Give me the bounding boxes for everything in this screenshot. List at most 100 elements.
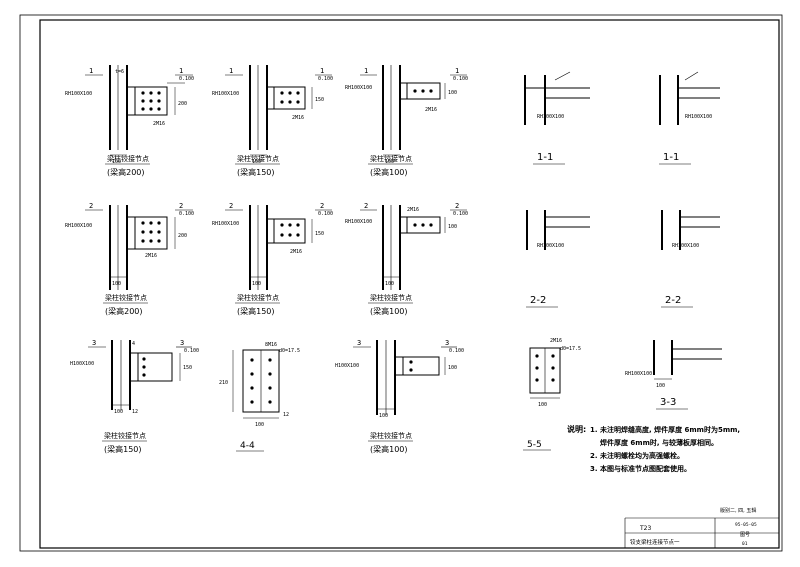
title-name: 铰支梁柱连接节点一 — [630, 538, 680, 546]
node-r1-2-height: (梁高150) — [237, 167, 275, 177]
node-r1-2-gap: 0.100 — [318, 76, 333, 82]
node-r2-3-mark-l: 2 — [364, 202, 368, 210]
notes-line3: 2. 未注明螺栓均为高强螺栓。 — [590, 451, 684, 460]
node-r3-1-height: (梁高150) — [104, 444, 142, 454]
node-r3-2-gap: 0.100 — [449, 348, 464, 354]
section-2-2-b-beam: RH100X100 — [672, 243, 699, 249]
node-r1-3-beam: RH100X100 — [345, 85, 372, 91]
node-r2-2: 2 2 RH100X100 2M16 0.100 150 100 — [212, 202, 333, 290]
node-r3-1-mark-l: 3 — [92, 339, 96, 347]
node-r2-2-gap: 0.100 — [318, 211, 333, 217]
node-r1-1-gap: 0.100 — [179, 76, 194, 82]
node-r2-1-dimv: 200 — [178, 233, 187, 239]
node-r1-1-dimh: 100 — [112, 159, 121, 165]
detail-4-4: 8M16 d0=17.5 210 100 12 — [219, 342, 300, 428]
section-3-3-dimh: 100 — [656, 383, 665, 389]
section-1-1-b-label: 1-1 — [663, 152, 679, 163]
node-r1-2-mark-l: 1 — [229, 67, 233, 75]
node-r2-1-title: 梁柱铰接节点 — [105, 293, 147, 302]
sheet-border-inner — [39, 19, 780, 549]
title-revision: 版别二, 四, 五辑 — [720, 507, 756, 514]
node-r2-1-mark-r: 2 — [179, 202, 183, 210]
node-r3-2-mark-l: 3 — [357, 339, 361, 347]
notes-heading: 说明: — [567, 424, 586, 434]
node-r1-1: 1 1 RH100X100 2M16 0.100 t=6 200 100 — [65, 65, 194, 165]
node-r1-1-mark-l: 1 — [89, 67, 93, 75]
node-r2-3: 2 2 RH100X100 2M16 0.100 100 100 — [345, 202, 468, 290]
node-r3-1-mark-r: 3 — [180, 339, 184, 347]
node-r2-3-height: (梁高100) — [370, 306, 408, 316]
node-r2-1-beam: RH100X100 — [65, 223, 92, 229]
node-r1-1-height: (梁高200) — [107, 167, 145, 177]
notes-line2: 焊件厚度 6mm时, 与较薄板厚相同。 — [600, 438, 718, 447]
node-r1-3-dimv: 100 — [448, 90, 457, 96]
node-r1-3-gap: 0.100 — [453, 76, 468, 82]
section-1-1-a-label: 1-1 — [537, 152, 553, 163]
node-r1-3-height: (梁高100) — [370, 167, 408, 177]
node-r1-2-bolt: 2M16 — [292, 115, 304, 121]
node-r2-3-mark-r: 2 — [455, 202, 459, 210]
title-sheet: 图号 — [740, 532, 750, 538]
node-r1-1-plate: t=6 — [115, 69, 124, 75]
detail-5-5-bolt: 2M16 — [550, 338, 562, 344]
title-block: T23 铰支梁柱连接节点一 版别二, 四, 五辑 95-05-05 图号 01 — [624, 507, 779, 548]
detail-5-5-hole: d0=17.5 — [560, 346, 581, 352]
notes-line1: 1. 未注明焊缝高度, 焊件厚度 6mm时为5mm, — [590, 425, 740, 434]
node-r3-1-dimv: 150 — [183, 365, 192, 371]
node-r1-3-title: 梁柱铰接节点 — [370, 154, 412, 163]
detail-5-5: 2M16 d0=17.5 100 — [529, 338, 581, 408]
node-r2-3-dimv: 100 — [448, 224, 457, 230]
section-3-3: RH100X100 100 — [625, 340, 722, 389]
node-r1-1-beam: RH100X100 — [65, 91, 92, 97]
title-date: 95-05-05 — [735, 522, 757, 528]
section-1-1-a: RH100X100 — [524, 71, 590, 125]
node-r1-1-bolt: 2M16 — [153, 121, 165, 127]
node-r3-2-height: (梁高100) — [370, 444, 408, 454]
detail-4-4-dimv: 210 — [219, 380, 228, 386]
node-r2-2-height: (梁高150) — [237, 306, 275, 316]
section-1-1-b-beam: RH100X100 — [685, 114, 712, 120]
section-3-3-label: 3-3 — [660, 397, 676, 408]
node-r2-1: 2 2 RH100X100 2M16 0.100 200 100 — [65, 202, 194, 290]
detail-4-4-dimh: 100 — [255, 422, 264, 428]
node-r1-3: 1 1 RH100X100 2M16 0.100 100 100 — [345, 65, 468, 165]
node-r2-1-height: (梁高200) — [105, 306, 143, 316]
section-2-2-a-label: 2-2 — [530, 295, 546, 306]
node-r3-1-beam: H100X100 — [70, 361, 94, 367]
title-sheet-val: 01 — [742, 541, 748, 547]
node-r1-1-mark-r: 1 — [179, 67, 183, 75]
node-r2-3-dimh: 100 — [385, 281, 394, 287]
detail-4-4-hole: d0=17.5 — [279, 348, 300, 354]
node-r3-1-title: 梁柱铰接节点 — [104, 431, 146, 440]
node-r2-1-bolt: 2M16 — [145, 253, 157, 259]
detail-4-4-dim12: 12 — [283, 412, 289, 418]
node-r3-2-mark-r: 3 — [445, 339, 449, 347]
section-2-2-a: RH100X100 — [526, 210, 590, 250]
section-2-2-b-label: 2-2 — [665, 295, 681, 306]
detail-5-5-dimh: 100 — [538, 402, 547, 408]
detail-5-5-label: 5-5 — [527, 440, 542, 450]
node-r3-1: 3 3 4 H100X100 0.100 150 100 12 — [70, 339, 199, 415]
section-1-1-b: RH100X100 — [659, 71, 720, 125]
notes-line4: 3. 本图与标准节点图配套使用。 — [590, 464, 691, 473]
detail-4-4-label: 4-4 — [240, 441, 255, 451]
node-r2-1-gap: 0.100 — [179, 211, 194, 217]
node-r2-2-dimh: 100 — [252, 281, 261, 287]
node-r2-1-mark-l: 2 — [89, 202, 93, 210]
section-2-2-a-beam: RH100X100 — [537, 243, 564, 249]
node-r2-3-gap: 0.100 — [453, 211, 468, 217]
title-code: T23 — [639, 525, 651, 532]
node-r1-2: 1 1 RH100X100 2M16 0.100 150 100 — [212, 65, 333, 165]
node-r3-1-gap: 0.100 — [184, 348, 199, 354]
node-r3-2-beam: H100X100 — [335, 363, 359, 369]
node-r2-2-beam: RH100X100 — [212, 221, 239, 227]
node-r3-1-dim12: 12 — [132, 409, 138, 415]
detail-4-4-bolt: 8M16 — [265, 342, 277, 348]
node-r2-3-bolt: 2M16 — [407, 207, 419, 213]
node-r1-1-title: 梁柱铰接节点 — [107, 154, 149, 163]
node-r1-3-mark-r: 1 — [455, 67, 459, 75]
node-r2-3-beam: RH100X100 — [345, 219, 372, 225]
node-r2-2-dimv: 150 — [315, 231, 324, 237]
node-r3-2-dimv: 100 — [448, 365, 457, 371]
